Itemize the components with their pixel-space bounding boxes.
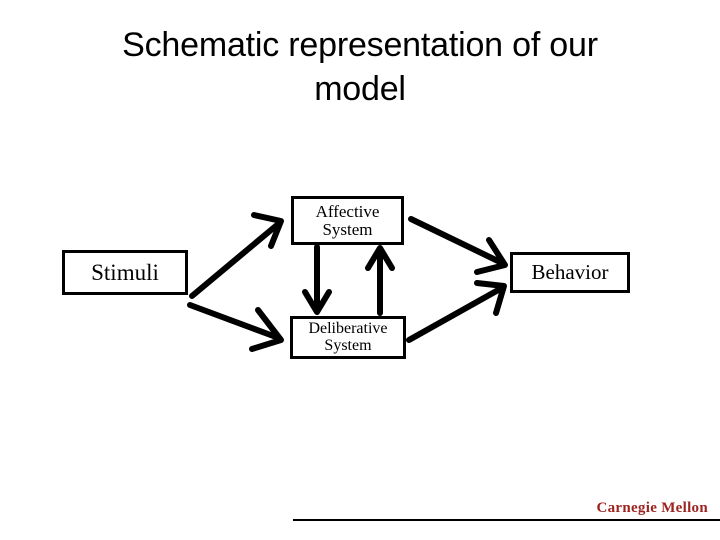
arrow-stimuli-to-affective <box>189 212 284 299</box>
footer-divider <box>293 519 720 521</box>
arrow-deliberative-to-behavior <box>406 280 507 343</box>
node-deliberative-system[interactable]: Deliberative System <box>290 316 406 359</box>
carnegie-mellon-logo: Carnegie Mellon <box>596 500 708 516</box>
node-stimuli[interactable]: Stimuli <box>62 250 188 295</box>
node-behavior[interactable]: Behavior <box>510 252 630 293</box>
arrow-deliberative-to-affective <box>365 245 395 316</box>
arrow-affective-to-deliberative <box>302 244 332 315</box>
arrow-affective-to-behavior <box>408 216 508 275</box>
arrow-stimuli-to-deliberative <box>187 302 284 352</box>
page-title: Schematic representation of our model <box>122 26 598 108</box>
node-affective-system[interactable]: Affective System <box>291 196 404 245</box>
